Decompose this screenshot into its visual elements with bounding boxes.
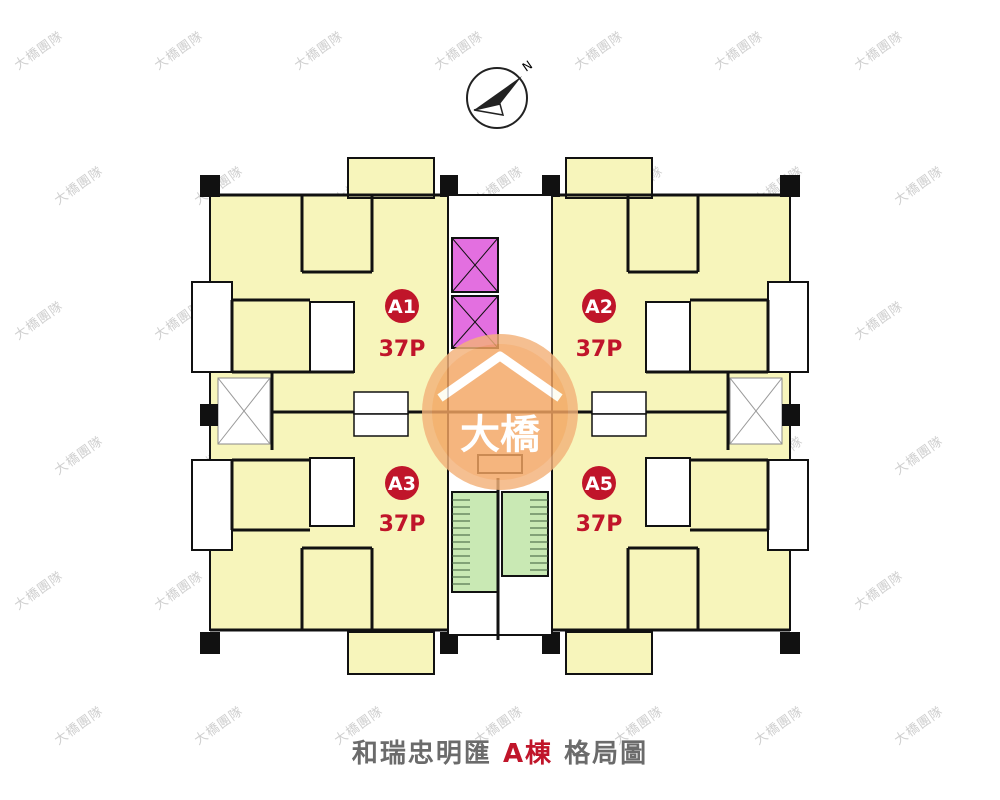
caption-project: 和瑞忠明匯 <box>351 739 492 769</box>
logo-text: 大橋 <box>460 412 540 458</box>
unit-id-a2: A2 <box>585 296 613 318</box>
compass-arrow-icon <box>474 76 522 110</box>
balcony-top-right <box>565 157 653 199</box>
unit-size-a2: 37P <box>576 337 623 362</box>
stairs-right <box>501 491 549 577</box>
bathroom-a5-outer <box>767 459 809 551</box>
unit-badge-a1: A1 37P <box>379 289 426 362</box>
left-block <box>191 157 458 675</box>
bathroom-a1-inner <box>309 301 355 373</box>
balcony-bottom-right <box>565 631 653 675</box>
unit-id-a5: A5 <box>585 473 613 495</box>
center-logo: 大橋 <box>422 334 578 490</box>
house-roof-icon <box>437 351 563 402</box>
unit-size-a5: 37P <box>576 512 623 537</box>
kitchen-a5 <box>591 413 647 437</box>
bathroom-a1-outer <box>191 281 233 373</box>
unit-badge-a5: A5 37P <box>576 466 623 537</box>
bathroom-a5-inner <box>645 457 691 527</box>
unit-size-a3: 37P <box>379 512 426 537</box>
bathroom-a3-outer <box>191 459 233 551</box>
bathroom-a2-inner <box>645 301 691 373</box>
caption-building: A棟 <box>502 739 554 769</box>
right-block <box>542 157 809 675</box>
bathroom-a3-inner <box>309 457 355 527</box>
balcony-top-left <box>347 157 435 199</box>
caption-suffix: 格局圖 <box>564 739 649 769</box>
bathroom-a2-outer <box>767 281 809 373</box>
unit-id-a3: A3 <box>388 473 416 495</box>
compass: N <box>466 58 535 129</box>
kitchen-a1 <box>353 391 409 415</box>
plan-caption: 和瑞忠明匯 A棟 格局圖 <box>0 733 1000 770</box>
balcony-bottom-left <box>347 631 435 675</box>
kitchen-a2 <box>591 391 647 415</box>
unit-size-a1: 37P <box>379 337 426 362</box>
kitchen-a3 <box>353 413 409 437</box>
compass-north-label: N <box>520 58 535 75</box>
unit-badge-a2: A2 37P <box>576 289 623 362</box>
unit-badge-a3: A3 37P <box>379 466 426 537</box>
unit-id-a1: A1 <box>388 296 416 318</box>
